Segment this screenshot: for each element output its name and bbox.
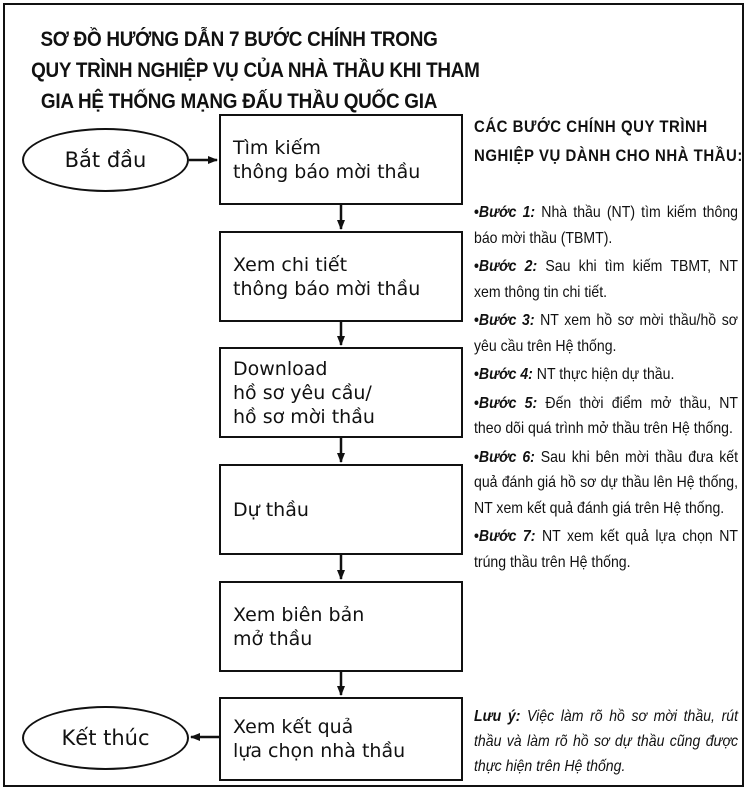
- flow-step-1: Tìm kiếm thông báo mời thầu: [219, 114, 463, 205]
- title-line-1: SƠ ĐỒ HƯỚNG DẪN 7 BƯỚC CHÍNH TRONG: [40, 28, 438, 51]
- step-text: NT xem hồ sơ mời thầu/hồ sơ yêu cầu trên…: [474, 312, 738, 355]
- step-item-7: •Bước 7: NT xem kết quả lựa chọn NT trún…: [474, 524, 738, 575]
- title-line-2: QUY TRÌNH NGHIỆP VỤ CỦA NHÀ THẦU KHI THA…: [31, 59, 480, 82]
- bullet-icon: •: [474, 448, 479, 466]
- step-label: Bước 1:: [478, 204, 536, 221]
- step-label: Bước 5:: [478, 394, 538, 412]
- bullet-icon: •: [474, 312, 479, 329]
- end-label: Kết thúc: [61, 726, 150, 750]
- start-label: Bắt đầu: [64, 148, 147, 172]
- flow-step-6: Xem kết quả lựa chọn nhà thầu: [219, 697, 463, 781]
- steps-list: •Bước 1: Nhà thầu (NT) tìm kiếm thông bá…: [474, 200, 738, 578]
- step-text: Sau khi tìm kiếm TBMT, NT xem thông tin …: [474, 258, 738, 301]
- flow-step-5-label: Xem biên bản mở thầu: [233, 603, 365, 650]
- step-item-5: •Bước 5: Đến thời điểm mở thầu, NT theo …: [474, 391, 738, 442]
- step-text: Nhà thầu (NT) tìm kiếm thông báo mời thầ…: [474, 204, 739, 247]
- bullet-icon: •: [474, 394, 479, 412]
- flow-step-1-label: Tìm kiếm thông báo mời thầu: [233, 136, 421, 183]
- bullet-icon: •: [474, 258, 479, 275]
- flow-step-6-label: Xem kết quả lựa chọn nhà thầu: [233, 716, 406, 762]
- step-text: NT xem kết quả lựa chọn NT trúng thầu tr…: [474, 528, 738, 571]
- step-item-2: •Bước 2: Sau khi tìm kiếm TBMT, NT xem t…: [474, 254, 738, 305]
- flow-step-2: Xem chi tiết thông báo mời thầu: [219, 231, 463, 322]
- diagram-title: SƠ ĐỒ HƯỚNG DẪN 7 BƯỚC CHÍNH TRONG QUY T…: [31, 24, 480, 117]
- step-text: NT thực hiện dự thầu.: [536, 366, 675, 383]
- steps-heading-line-2: NGHIỆP VỤ DÀNH CHO NHÀ THẦU:: [474, 146, 743, 165]
- flow-step-5: Xem biên bản mở thầu: [219, 581, 463, 672]
- step-label: Bước 4:: [478, 366, 533, 383]
- start-oval: Bắt đầu: [22, 128, 189, 192]
- step-item-6: •Bước 6: Sau khi bên mời thầu đưa kết qu…: [474, 445, 738, 522]
- end-oval: Kết thúc: [22, 706, 189, 770]
- diagram-frame: [3, 3, 744, 787]
- step-label: Bước 2:: [478, 258, 538, 275]
- step-item-1: •Bước 1: Nhà thầu (NT) tìm kiếm thông bá…: [474, 200, 738, 251]
- step-text: Sau khi bên mời thầu đưa kết quả đánh gi…: [474, 448, 739, 517]
- steps-heading-line-1: CÁC BƯỚC CHÍNH QUY TRÌNH: [474, 117, 708, 136]
- note-text: Việc làm rõ hồ sơ mời thầu, rút thầu và …: [474, 708, 739, 775]
- steps-heading: CÁC BƯỚC CHÍNH QUY TRÌNH NGHIỆP VỤ DÀNH …: [474, 112, 743, 170]
- flow-step-3-label: Download hồ sơ yêu cầu/ hồ sơ mời thầu: [233, 357, 375, 428]
- step-label: Bước 6:: [478, 448, 535, 466]
- step-item-3: •Bước 3: NT xem hồ sơ mời thầu/hồ sơ yêu…: [474, 308, 738, 359]
- bullet-icon: •: [474, 528, 479, 545]
- flow-step-3: Download hồ sơ yêu cầu/ hồ sơ mời thầu: [219, 347, 463, 438]
- flow-step-4-label: Dự thầu: [233, 498, 309, 521]
- flow-step-4: Dự thầu: [219, 464, 463, 555]
- bullet-icon: •: [474, 366, 479, 383]
- flow-step-2-label: Xem chi tiết thông báo mời thầu: [233, 253, 421, 300]
- bullet-icon: •: [474, 204, 479, 221]
- step-item-4: •Bước 4: NT thực hiện dự thầu.: [474, 362, 738, 388]
- step-label: Bước 3:: [478, 312, 535, 329]
- step-text: Đến thời điểm mở thầu, NT theo dõi quá t…: [474, 394, 738, 438]
- step-label: Bước 7:: [478, 528, 536, 545]
- note-label: Lưu ý:: [474, 708, 521, 725]
- title-line-3: GIA HỆ THỐNG MẠNG ĐẤU THẦU QUỐC GIA: [40, 90, 438, 113]
- note: Lưu ý: Việc làm rõ hồ sơ mời thầu, rút t…: [474, 704, 738, 779]
